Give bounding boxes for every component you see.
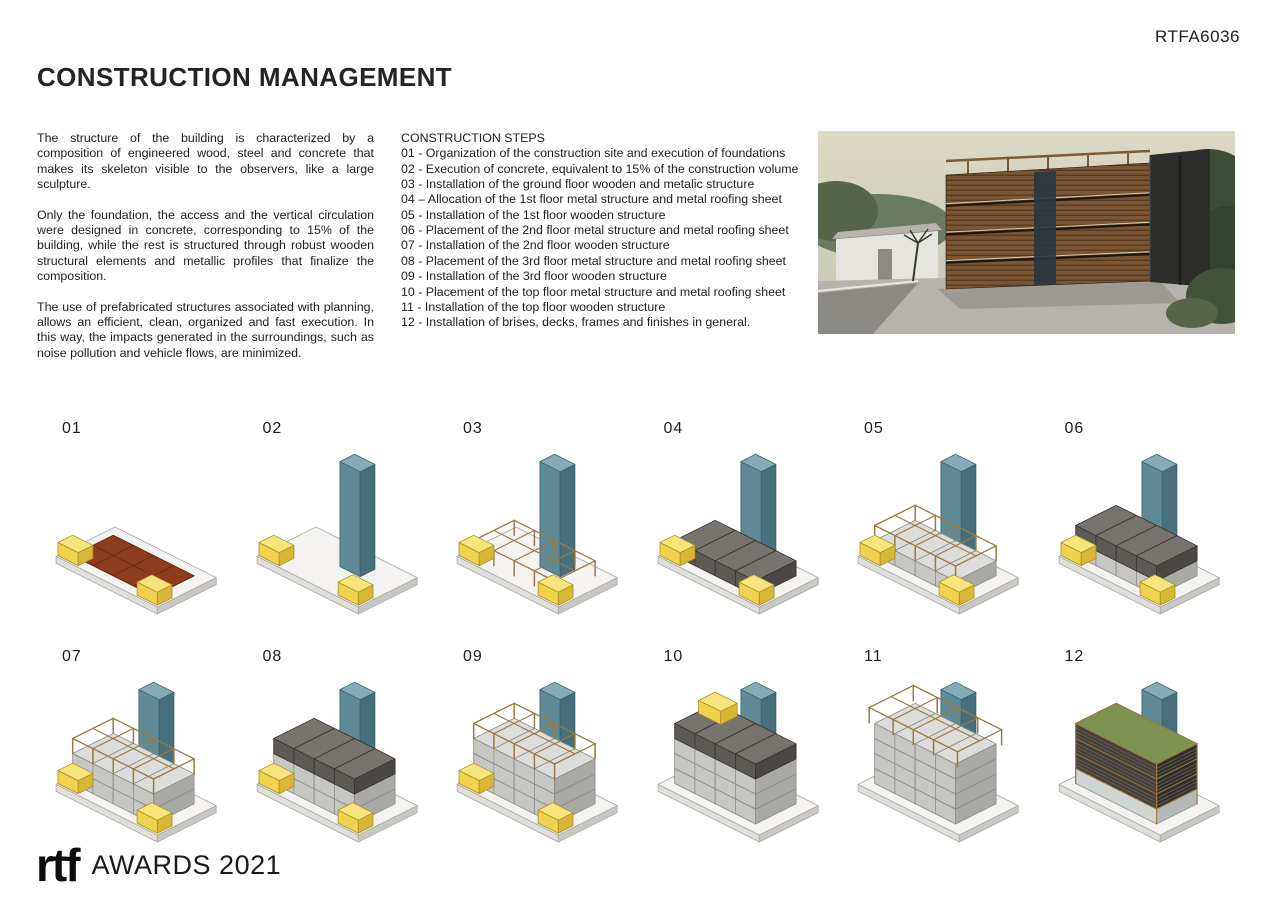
step-diagram-label: 04 <box>663 420 684 437</box>
intro-paragraph: Only the foundation, the access and the … <box>37 207 374 284</box>
step-diagram-illustration <box>55 681 217 843</box>
step-diagram-illustration <box>456 453 618 615</box>
step-diagram-illustration <box>1058 453 1220 615</box>
intro-paragraph: The use of prefabricated structures asso… <box>37 299 374 360</box>
step-diagram-label: 05 <box>864 420 884 437</box>
step-diagram-cell: 01 <box>36 420 237 620</box>
step-diagram-illustration <box>857 681 1019 843</box>
step-diagram-label: 11 <box>864 648 883 665</box>
step-diagram-cell: 04 <box>638 420 839 620</box>
page-title: CONSTRUCTION MANAGEMENT <box>37 62 453 92</box>
construction-step-item: 10 - Placement of the top floor metal st… <box>401 284 786 299</box>
step-diagram-cell: 12 <box>1039 648 1240 848</box>
step-diagram-illustration <box>657 681 819 843</box>
step-diagram-cell: 09 <box>437 648 638 848</box>
construction-step-item: 06 - Placement of the 2nd floor metal st… <box>401 223 789 238</box>
step-diagram-label: 09 <box>463 648 483 665</box>
step-diagrams-grid: 01 02 03 04 05 06 07 08 09 10 11 12 <box>36 420 1239 848</box>
construction-steps-heading: CONSTRUCTION STEPS <box>401 131 545 145</box>
step-diagram-label: 07 <box>62 648 82 665</box>
construction-steps-panel: CONSTRUCTION STEPS 01 - Organization of … <box>401 131 803 331</box>
construction-step-item: 07 - Installation of the 2nd floor woode… <box>401 238 670 253</box>
building-render-image <box>818 131 1235 334</box>
construction-step-item: 05 - Installation of the 1st floor woode… <box>401 207 666 222</box>
construction-steps-list: 01 - Organization of the construction si… <box>401 146 803 330</box>
step-diagram-cell: 11 <box>838 648 1039 848</box>
intro-paragraph: The structure of the building is charact… <box>37 131 374 192</box>
entry-code: RTFA6036 <box>1155 27 1240 46</box>
step-diagram-label: 03 <box>463 420 483 437</box>
step-diagram-illustration <box>857 453 1019 615</box>
step-diagram-illustration <box>55 526 217 615</box>
awards-text: AWARDS 2021 <box>91 849 282 880</box>
construction-step-item: 03 - Installation of the ground floor wo… <box>401 177 755 192</box>
step-diagram-label: 01 <box>62 420 82 437</box>
construction-step-item: 12 - Installation of brises, decks, fram… <box>401 315 751 330</box>
step-diagram-illustration <box>657 453 819 615</box>
step-diagram-cell: 08 <box>237 648 438 848</box>
step-diagram-label: 06 <box>1064 420 1085 437</box>
building-render-illustration <box>818 131 1235 334</box>
construction-step-item: 09 - Installation of the 3rd floor woode… <box>401 269 667 284</box>
step-diagram-label: 08 <box>262 648 283 665</box>
step-diagram-cell: 05 <box>838 420 1039 620</box>
step-diagram-illustration <box>256 681 418 843</box>
step-diagram-illustration <box>456 681 618 843</box>
rtf-logo: rtf <box>36 839 81 891</box>
construction-step-item: 04 – Allocation of the 1st floor metal s… <box>401 192 782 207</box>
footer: rtf AWARDS 2021 <box>36 842 281 888</box>
construction-step-item: 02 - Execution of concrete, equivalent t… <box>401 161 799 176</box>
construction-step-item: 01 - Organization of the construction si… <box>401 146 786 161</box>
step-diagram-label: 10 <box>663 648 684 665</box>
step-diagram-illustration <box>1058 681 1220 843</box>
step-diagram-label: 12 <box>1064 648 1085 665</box>
step-diagram-cell: 02 <box>237 420 438 620</box>
step-diagram-cell: 03 <box>437 420 638 620</box>
construction-step-item: 11 - Installation of the top floor woode… <box>401 299 666 314</box>
step-diagram-label: 02 <box>262 420 283 437</box>
step-diagram-illustration <box>256 453 418 615</box>
intro-text-block: The structure of the building is charact… <box>37 131 374 376</box>
step-diagram-cell: 10 <box>638 648 839 848</box>
step-diagram-cell: 06 <box>1039 420 1240 620</box>
construction-step-item: 08 - Placement of the 3rd floor metal st… <box>401 253 786 268</box>
step-diagram-cell: 07 <box>36 648 237 848</box>
